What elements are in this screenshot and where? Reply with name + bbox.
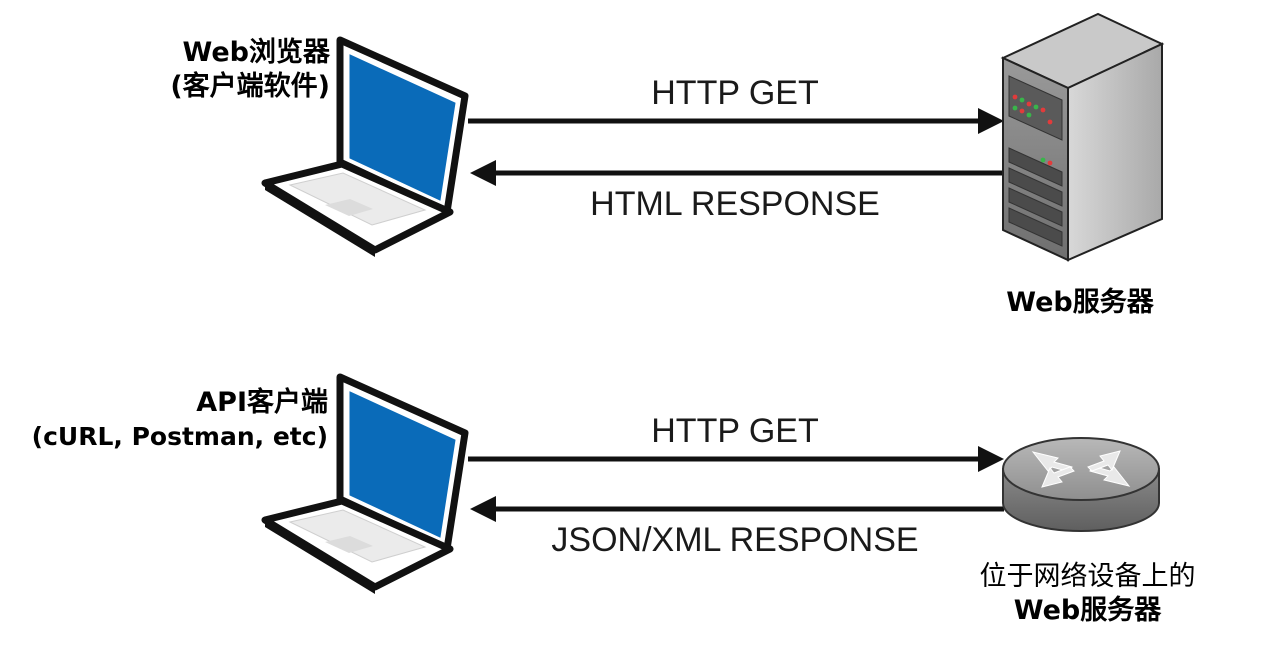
network-server-line2: Web服务器 [1013, 595, 1162, 626]
request-label-top: HTTP GET [651, 74, 819, 112]
laptop-icon-top [261, 36, 469, 257]
network-server-label: 位于网络设备上的 Web服务器 [945, 560, 1230, 628]
network-server-line1: 位于网络设备上的 [979, 561, 1196, 592]
web-server-label: Web服务器 [1006, 287, 1154, 318]
web-browser-title: Web浏览器 [182, 37, 330, 68]
response-arrow-bottom [470, 496, 1004, 522]
laptop-screen-top [349, 54, 456, 201]
server-icon [1000, 12, 1165, 262]
laptop-screen-bottom [349, 391, 456, 538]
response-label-top: HTML RESPONSE [590, 185, 880, 223]
api-client-title: API客户端 [196, 387, 328, 418]
request-arrow-bottom [468, 446, 1004, 472]
web-browser-subtitle: (客户端软件) [170, 71, 330, 102]
request-arrow-top [468, 108, 1004, 134]
request-label-bottom: HTTP GET [651, 412, 819, 450]
web-browser-label: Web浏览器 (客户端软件) [120, 36, 330, 104]
response-arrow-top [470, 160, 1004, 186]
router-icon [1002, 437, 1160, 532]
api-client-label: API客户端 (cURL, Postman, etc) [10, 386, 328, 454]
laptop-icon-bottom [261, 373, 469, 594]
api-client-subtitle: (cURL, Postman, etc) [31, 422, 328, 451]
response-label-bottom: JSON/XML RESPONSE [551, 521, 918, 559]
